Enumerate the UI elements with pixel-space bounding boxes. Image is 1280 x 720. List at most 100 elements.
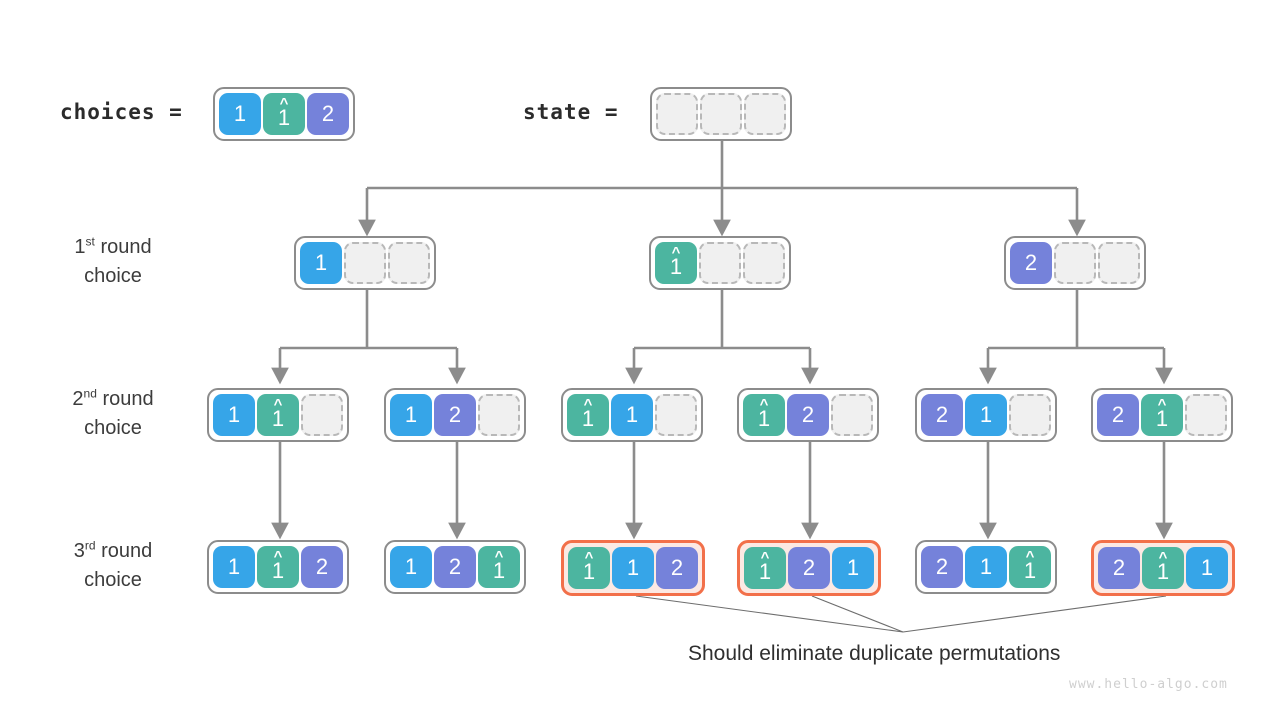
cell-digit: 2 [1112,555,1126,580]
cell-digit: 1 [492,557,506,583]
cell-value: 2 [434,394,476,436]
cell-empty [700,93,742,135]
cell-digit: 1 [227,402,241,427]
round-line2-2: choice [84,417,142,439]
cell-value: ^1 [568,547,610,589]
cell-value: 2 [1010,242,1052,284]
cell-value: 1 [965,394,1007,436]
choices-label: choices = [60,100,183,124]
cell-digit: 1 [846,555,860,580]
cell-digit: 1 [404,554,418,579]
watermark: www.hello-algo.com [1069,677,1228,692]
cell-empty [831,394,873,436]
cell-digit: 1 [277,104,291,130]
cell-empty [1009,394,1051,436]
cell-digit: 1 [1155,405,1169,431]
cell-digit: 2 [315,554,329,579]
cell-value: 2 [656,547,698,589]
hat-accent-icon: ^ [273,396,283,413]
cell-value: ^1 [1009,546,1051,588]
cell-digit: 1 [979,554,993,579]
cell-value: 1 [832,547,874,589]
hat-accent-icon: ^ [494,548,504,565]
cell-value: 1 [390,394,432,436]
cell-value: ^1 [478,546,520,588]
hat-accent-icon: ^ [1157,396,1167,413]
cell-value: 1 [965,546,1007,588]
cell-digit: 1 [626,555,640,580]
cell-value: ^1 [655,242,697,284]
cell-value: ^1 [1141,394,1183,436]
hat-accent-icon: ^ [759,396,769,413]
cell-digit: 1 [1023,557,1037,583]
round-label-3: 3rd round choice [28,537,198,595]
cell-digit: 1 [233,101,247,126]
cell-digit: 1 [669,253,683,279]
cell-value: ^1 [567,394,609,436]
round-word-3: round [101,540,153,562]
round-word-1: round [100,236,152,258]
round-ordinal-1: 1st [74,234,95,258]
cell-digit: 1 [581,405,595,431]
state-label: state = [523,100,619,124]
cell-value: 1 [213,546,255,588]
cell-digit: 1 [227,554,241,579]
cell-value: ^1 [263,93,305,135]
cell-digit: 1 [1156,558,1170,584]
cell-digit: 2 [321,101,335,126]
cell-value: ^1 [257,394,299,436]
hat-accent-icon: ^ [583,396,593,413]
hat-accent-icon: ^ [1025,548,1035,565]
cell-value: 1 [300,242,342,284]
state-array-node: 2 [1004,236,1146,290]
cell-value: ^1 [743,394,785,436]
hat-accent-icon: ^ [279,95,289,112]
cell-value: 2 [307,93,349,135]
cell-value: 2 [787,394,829,436]
cell-digit: 1 [979,402,993,427]
cell-value: 2 [1098,547,1140,589]
cell-value: 2 [434,546,476,588]
cell-value: 1 [213,394,255,436]
cell-value: ^1 [1142,547,1184,589]
round-line2-3: choice [84,569,142,591]
round-label-1: 1st round choice [28,233,198,291]
cell-value: 2 [301,546,343,588]
state-array-node: 1 [294,236,436,290]
cell-digit: 2 [1111,402,1125,427]
cell-empty [656,93,698,135]
hat-accent-icon: ^ [1158,549,1168,566]
hat-accent-icon: ^ [671,244,681,261]
cell-empty [344,242,386,284]
cell-value: 1 [1186,547,1228,589]
round-label-2: 2nd round choice [28,385,198,443]
cell-empty [744,93,786,135]
cell-digit: 1 [582,558,596,584]
cell-empty [655,394,697,436]
round-ordinal-2: 2nd [72,386,97,410]
state-array-node: 2 ^1 [1091,388,1233,442]
cell-digit: 1 [1200,555,1214,580]
cell-empty [301,394,343,436]
cell-digit: 2 [1024,250,1038,275]
cell-value: ^1 [744,547,786,589]
cell-value: 2 [921,394,963,436]
round-line2-1: choice [84,265,142,287]
cell-digit: 2 [448,402,462,427]
cell-digit: 1 [757,405,771,431]
cell-empty [743,242,785,284]
cell-empty [1185,394,1227,436]
cell-digit: 2 [802,555,816,580]
cell-value: 1 [390,546,432,588]
cell-digit: 2 [448,554,462,579]
cell-digit: 1 [271,405,285,431]
